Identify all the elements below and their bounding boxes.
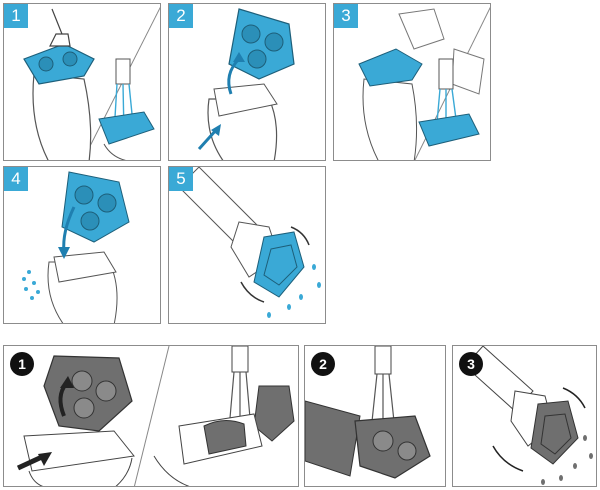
step-4-panel: 4 (3, 166, 161, 324)
bottom-step-3-panel: 3 (452, 345, 597, 487)
step-4-badge: 4 (4, 167, 28, 191)
bottom-step-2-panel: 2 (304, 345, 446, 487)
rinse-head-icon (305, 346, 431, 479)
bottom-step-1-badge: 1 (10, 352, 34, 376)
bottom-step-3-badge: 3 (459, 352, 483, 376)
step-1-panel: 1 (3, 3, 161, 161)
bottom-step-1-panel: 1 (3, 345, 299, 487)
rinse-under-tap-icon (358, 6, 490, 160)
open-shaving-unit-icon (197, 8, 295, 160)
step-2-badge: 2 (169, 4, 193, 28)
brush-cleaning-head-icon (23, 6, 160, 160)
step-5-badge: 5 (169, 167, 193, 191)
step-1-badge: 1 (4, 4, 28, 28)
close-shaving-unit-icon (22, 171, 130, 323)
step-2-panel: 2 (168, 3, 326, 161)
bottom-step-2-badge: 2 (311, 352, 335, 376)
step-5-panel: 5 (168, 166, 326, 324)
step-3-badge: 3 (334, 4, 358, 28)
open-and-rinse-icon (16, 346, 295, 486)
step-3-panel: 3 (333, 3, 491, 161)
